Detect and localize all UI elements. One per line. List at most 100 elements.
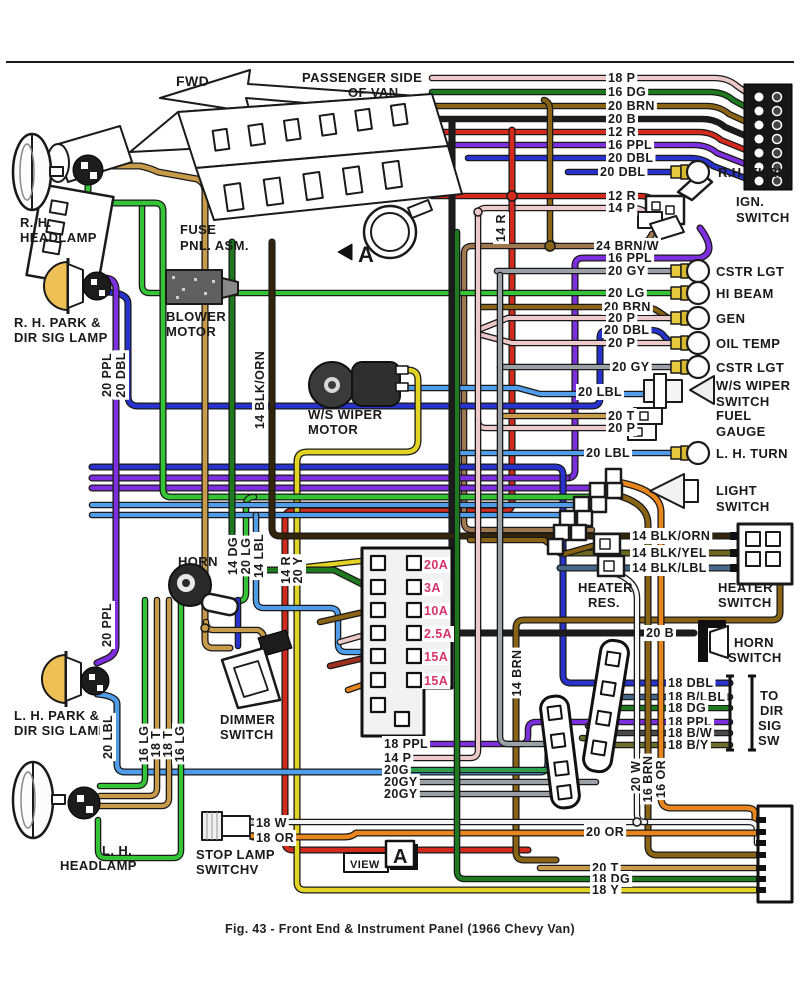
wire-20b-top bbox=[428, 115, 757, 143]
bulb-cstr2 bbox=[685, 354, 711, 380]
fuse-1 bbox=[211, 127, 231, 152]
heatersw-i3 bbox=[745, 551, 761, 567]
label-w-20brn: 20 BRN bbox=[606, 98, 657, 114]
strip-a bbox=[582, 638, 630, 774]
label-f-20a: 20A bbox=[422, 557, 451, 573]
heater-res-i2 bbox=[603, 560, 615, 572]
label-hres-1: HEATER bbox=[578, 580, 633, 595]
heatersw-n2 bbox=[730, 549, 738, 557]
label-fuse-lbl: FUSE bbox=[180, 222, 216, 237]
tc-r2 bbox=[771, 105, 783, 117]
svg-text:PNL. ASM.: PNL. ASM. bbox=[180, 238, 249, 253]
label-f-2-5a: 2.5A bbox=[422, 626, 455, 642]
svg-text:20 GY: 20 GY bbox=[608, 264, 646, 278]
bulb-rhturn bbox=[685, 159, 711, 185]
svg-text:HI BEAM: HI BEAM bbox=[716, 286, 774, 301]
svg-text:FUSE: FUSE bbox=[180, 222, 216, 237]
wire-18t-a bbox=[96, 596, 161, 800]
label-lh-1: L. H. bbox=[102, 843, 132, 858]
fb-r4 bbox=[405, 624, 423, 642]
svg-text:20 B: 20 B bbox=[608, 112, 636, 126]
label-wiper-1: W/S WIPER bbox=[308, 407, 382, 422]
heatersw-n3 bbox=[730, 564, 738, 572]
label-sw: SW bbox=[758, 733, 780, 748]
blower-fleck1 bbox=[172, 276, 175, 279]
svg-text:18 PPL: 18 PPL bbox=[384, 737, 428, 751]
label-w-18by: 18 B/Y bbox=[666, 737, 711, 753]
label-of-van: OF VAN bbox=[348, 85, 398, 100]
svg-text:DIR SIG LAMP: DIR SIG LAMP bbox=[14, 723, 108, 738]
label-w-18or: 18 OR bbox=[254, 830, 297, 846]
bulb-gen bbox=[685, 305, 711, 331]
bulb-oil bbox=[685, 330, 711, 356]
svg-text:15A: 15A bbox=[424, 650, 448, 664]
svg-text:14 R: 14 R bbox=[279, 556, 293, 584]
fb-r5 bbox=[405, 647, 423, 665]
lh-park-pin2 bbox=[97, 685, 103, 691]
tc-l4 bbox=[754, 134, 764, 144]
heatersw-n1 bbox=[730, 532, 738, 540]
strip-a-s1 bbox=[604, 650, 622, 668]
wire-20g-bot bbox=[390, 758, 570, 774]
wiper-motor-pin2 bbox=[395, 382, 409, 392]
fuse-3 bbox=[282, 117, 302, 142]
svg-text:14 BLK/ORN: 14 BLK/ORN bbox=[632, 529, 710, 543]
svg-text:20 GY: 20 GY bbox=[612, 360, 650, 374]
svg-text:R. H.: R. H. bbox=[20, 215, 52, 230]
svg-text:OIL TEMP: OIL TEMP bbox=[716, 336, 780, 351]
svg-text:18 B/W: 18 B/W bbox=[668, 726, 712, 740]
svg-text:20 P: 20 P bbox=[608, 421, 635, 435]
bulb-gen-f1 bbox=[670, 311, 682, 325]
ign-barrel-inner bbox=[370, 212, 410, 252]
label-rhturn-lbl: R.H. TURN bbox=[718, 165, 787, 180]
junction-jct-brn bbox=[544, 240, 556, 252]
bulb-cstr1-f1 bbox=[670, 264, 682, 278]
rh-headlamp-socket bbox=[72, 154, 104, 186]
svg-text:HEADLAMP: HEADLAMP bbox=[60, 858, 137, 873]
wiper-motor-pin1 bbox=[395, 365, 409, 375]
svg-text:18 DBL: 18 DBL bbox=[668, 676, 713, 690]
bc-p4 bbox=[756, 852, 766, 858]
label-lhpark-1: L. H. PARK & bbox=[14, 708, 99, 723]
svg-text:18 P: 18 P bbox=[608, 71, 635, 85]
svg-text:PASSENGER SIDE: PASSENGER SIDE bbox=[302, 70, 422, 85]
svg-text:HORN: HORN bbox=[734, 635, 774, 650]
svg-text:20A: 20A bbox=[424, 558, 448, 572]
wire-18dg-bot bbox=[453, 228, 766, 883]
svg-text:20 W: 20 W bbox=[629, 761, 643, 792]
dimmer-body bbox=[220, 646, 282, 710]
svg-text:GAUGE: GAUGE bbox=[716, 424, 766, 439]
wire-16lg-loop bbox=[94, 596, 185, 862]
svg-text:18 W: 18 W bbox=[256, 816, 287, 830]
tab-3 bbox=[302, 170, 324, 201]
junction-jct-pink bbox=[473, 207, 483, 217]
svg-text:SWITCHV: SWITCHV bbox=[196, 862, 259, 877]
svg-text:16 BRN: 16 BRN bbox=[641, 756, 655, 803]
label-ign-2: SWITCH bbox=[736, 210, 789, 225]
fb-l5 bbox=[369, 647, 387, 665]
label-stop-1: STOP LAMP bbox=[196, 847, 275, 862]
label-w-14blklbl: 14 BLK/LBL bbox=[630, 560, 709, 576]
heatersw-i1 bbox=[745, 531, 761, 547]
svg-text:20 OR: 20 OR bbox=[586, 825, 624, 839]
svg-text:MOTOR: MOTOR bbox=[166, 324, 216, 339]
label-v-20y: 20 Y bbox=[290, 554, 306, 586]
heater-res-i1 bbox=[599, 538, 611, 550]
wire-18t-b bbox=[96, 596, 173, 810]
svg-text:DIR: DIR bbox=[760, 703, 784, 718]
tc-r3 bbox=[771, 119, 783, 131]
svg-text:20 P: 20 P bbox=[608, 336, 635, 350]
blower-fleck2 bbox=[182, 288, 185, 291]
lh-headlamp-pin1 bbox=[77, 795, 84, 802]
label-w-20dbl-b: 20 DBL bbox=[598, 164, 648, 180]
bulb-oil-f1 bbox=[670, 336, 682, 350]
svg-text:20GY: 20GY bbox=[384, 775, 418, 789]
wire-dr-fusefeed bbox=[326, 654, 368, 670]
svg-text:LIGHT: LIGHT bbox=[716, 483, 757, 498]
lsw-sq9 bbox=[569, 523, 588, 542]
svg-text:15A: 15A bbox=[424, 674, 448, 688]
label-w-20lbl2: 20 LBL bbox=[584, 445, 633, 461]
label-w-20gy2: 20 GY bbox=[610, 359, 652, 375]
dimmer-inner bbox=[233, 660, 269, 698]
wire-16brn-trunk bbox=[608, 490, 766, 859]
